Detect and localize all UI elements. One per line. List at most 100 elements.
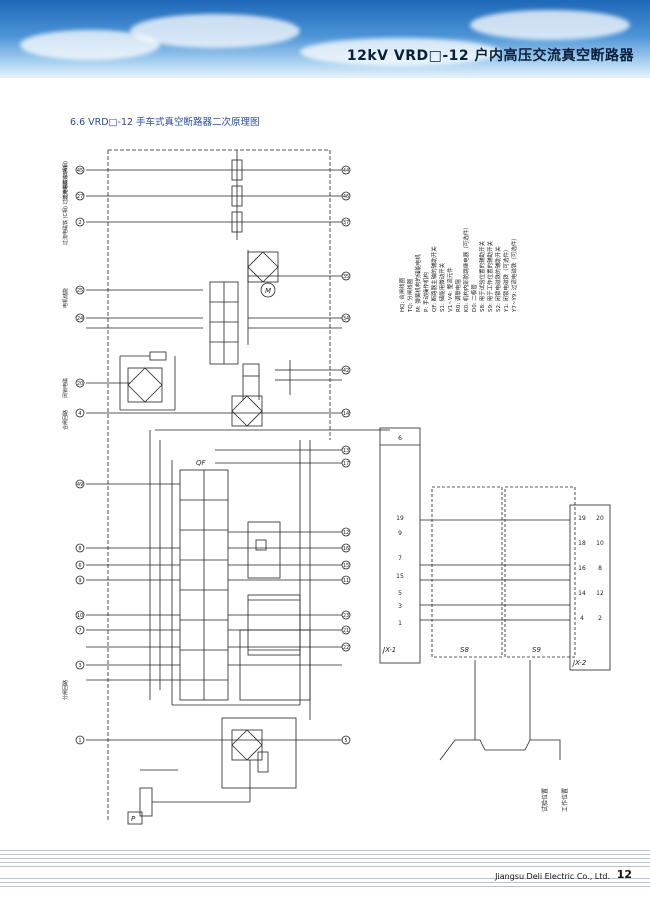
terminal-right <box>341 445 351 455</box>
legend-item: V1~V4: 整流元件 <box>448 267 454 312</box>
header-banner: 12kV VRD□-12 户内高压交流真空断路器 <box>0 0 650 78</box>
jx2-number: 14 <box>578 590 586 597</box>
motor-label: M <box>265 287 271 295</box>
left-label: 分闸回路 <box>63 679 69 700</box>
terminal-number: 9 <box>78 578 81 584</box>
page-number: 12 <box>616 868 632 881</box>
terminal-number: 13 <box>343 448 349 454</box>
jx1-label: JX-1 <box>381 646 396 654</box>
terminal-number: 35 <box>343 274 349 280</box>
jx1-number: 3 <box>398 603 402 610</box>
terminal-right <box>341 271 351 281</box>
p-label: P <box>131 815 136 823</box>
jx2-number: 18 <box>578 540 586 547</box>
terminal-number: 17 <box>343 461 349 467</box>
legend-item: R0: 调联电阻 <box>456 279 462 312</box>
terminal-left <box>75 560 85 570</box>
terminal-number: 15 <box>343 563 349 569</box>
terminal-number: 12 <box>343 530 349 536</box>
terminal-number: 44 <box>343 168 349 174</box>
jx1-number: 9 <box>398 530 402 537</box>
work-position-label: 工作位置 <box>562 787 569 812</box>
legend-item: Y1: 闭锁电磁铁（可选件） <box>504 246 510 312</box>
terminal-left <box>75 625 85 635</box>
jx1-number: 19 <box>396 515 404 522</box>
terminal-number: 2 <box>78 220 81 226</box>
terminal-left <box>75 543 85 553</box>
jx2-number: 8 <box>598 565 602 572</box>
legend-item: QF: 断路器主轴的辅助开关 <box>432 246 438 312</box>
terminal-right <box>341 625 351 635</box>
legend-item: P: 手动操作机构 <box>424 272 430 312</box>
left-label: 过流电磁铁 (C相) 过流电磁铁 (B相) <box>63 165 69 246</box>
terminal-left <box>75 313 85 323</box>
legend-item: D0: 二极管 <box>472 284 478 312</box>
terminal-number: 10 <box>77 613 83 619</box>
jx2-number: 20 <box>596 515 604 522</box>
terminal-right <box>341 165 351 175</box>
s9-label: S9 <box>532 646 541 654</box>
page-title: 12kV VRD□-12 户内高压交流真空断路器 <box>346 48 634 64</box>
test-position-label: 试验位置 <box>542 787 549 812</box>
cloud-decoration <box>130 14 300 48</box>
terminal-number: 46 <box>343 194 349 200</box>
terminal-right <box>341 313 351 323</box>
terminal-number: 22 <box>343 645 349 651</box>
terminal-right <box>341 527 351 537</box>
terminal-number: 49 <box>77 482 83 488</box>
footer-lines <box>0 848 650 888</box>
terminal-number: 14 <box>343 411 349 417</box>
terminal-right <box>341 575 351 585</box>
terminal-number: 27 <box>77 194 83 200</box>
terminal-right <box>341 642 351 652</box>
left-label: 闭锁电磁 <box>63 377 69 398</box>
terminal-number: 21 <box>343 628 349 634</box>
legend-item: K0: 机构内部防跳继电器（可选件） <box>464 224 470 312</box>
legend-item: M: 弹簧机构的储能电机 <box>416 254 422 312</box>
jx2-number: 16 <box>578 565 586 572</box>
terminal-number: 24 <box>77 316 83 322</box>
terminal-left <box>75 408 85 418</box>
left-label: 合闸回路 <box>63 409 69 430</box>
terminal-left <box>75 285 85 295</box>
legend-item: HQ: 合闸线圈 <box>400 277 406 312</box>
terminal-number: 45 <box>77 168 83 174</box>
terminal-number: 4 <box>78 411 81 417</box>
s8-label: S8 <box>460 646 469 654</box>
jx2-label: JX-2 <box>571 659 587 667</box>
jx1-number: 15 <box>396 573 404 580</box>
legend-item: S9: 用于工作位置的辅助开关 <box>488 240 494 312</box>
terminal-number: 23 <box>343 613 349 619</box>
terminal-number: 1 <box>78 738 81 744</box>
jx2-number: 10 <box>596 540 604 547</box>
terminal-number: 37 <box>343 220 349 226</box>
cloud-decoration <box>300 38 500 66</box>
terminal-number: 42 <box>343 368 349 374</box>
cloud-decoration <box>470 10 630 40</box>
terminal-right <box>341 560 351 570</box>
qf-label: QF <box>196 459 207 467</box>
terminal-left <box>75 217 85 227</box>
legend-item: TQ: 分闸线圈 <box>408 278 414 312</box>
terminal-number: 20 <box>77 381 83 387</box>
left-label: 电机储能 <box>63 287 69 308</box>
terminal-number: 25 <box>77 288 83 294</box>
jx1-number: 7 <box>398 555 402 562</box>
terminal-number: 5 <box>344 738 347 744</box>
terminal-left <box>75 660 85 670</box>
terminal-left <box>75 479 85 489</box>
legend-item: S2: 闭锁电磁铁的辅助开关 <box>496 246 502 312</box>
jx2-number: 12 <box>596 590 604 597</box>
terminal-right <box>341 217 351 227</box>
terminal-number: 7 <box>78 628 81 634</box>
jx2-number: 4 <box>580 615 584 622</box>
footer-company: Jiangsu Deli Electric Co., Ltd. <box>495 872 610 881</box>
terminal-left <box>75 165 85 175</box>
terminal-right <box>341 543 351 553</box>
terminal-right <box>341 735 351 745</box>
terminal-number: 6 <box>78 563 81 569</box>
legend-item: S8: 用于试验位置的辅助开关 <box>480 240 486 312</box>
terminal-left <box>75 191 85 201</box>
jx1-number: 1 <box>398 620 402 627</box>
